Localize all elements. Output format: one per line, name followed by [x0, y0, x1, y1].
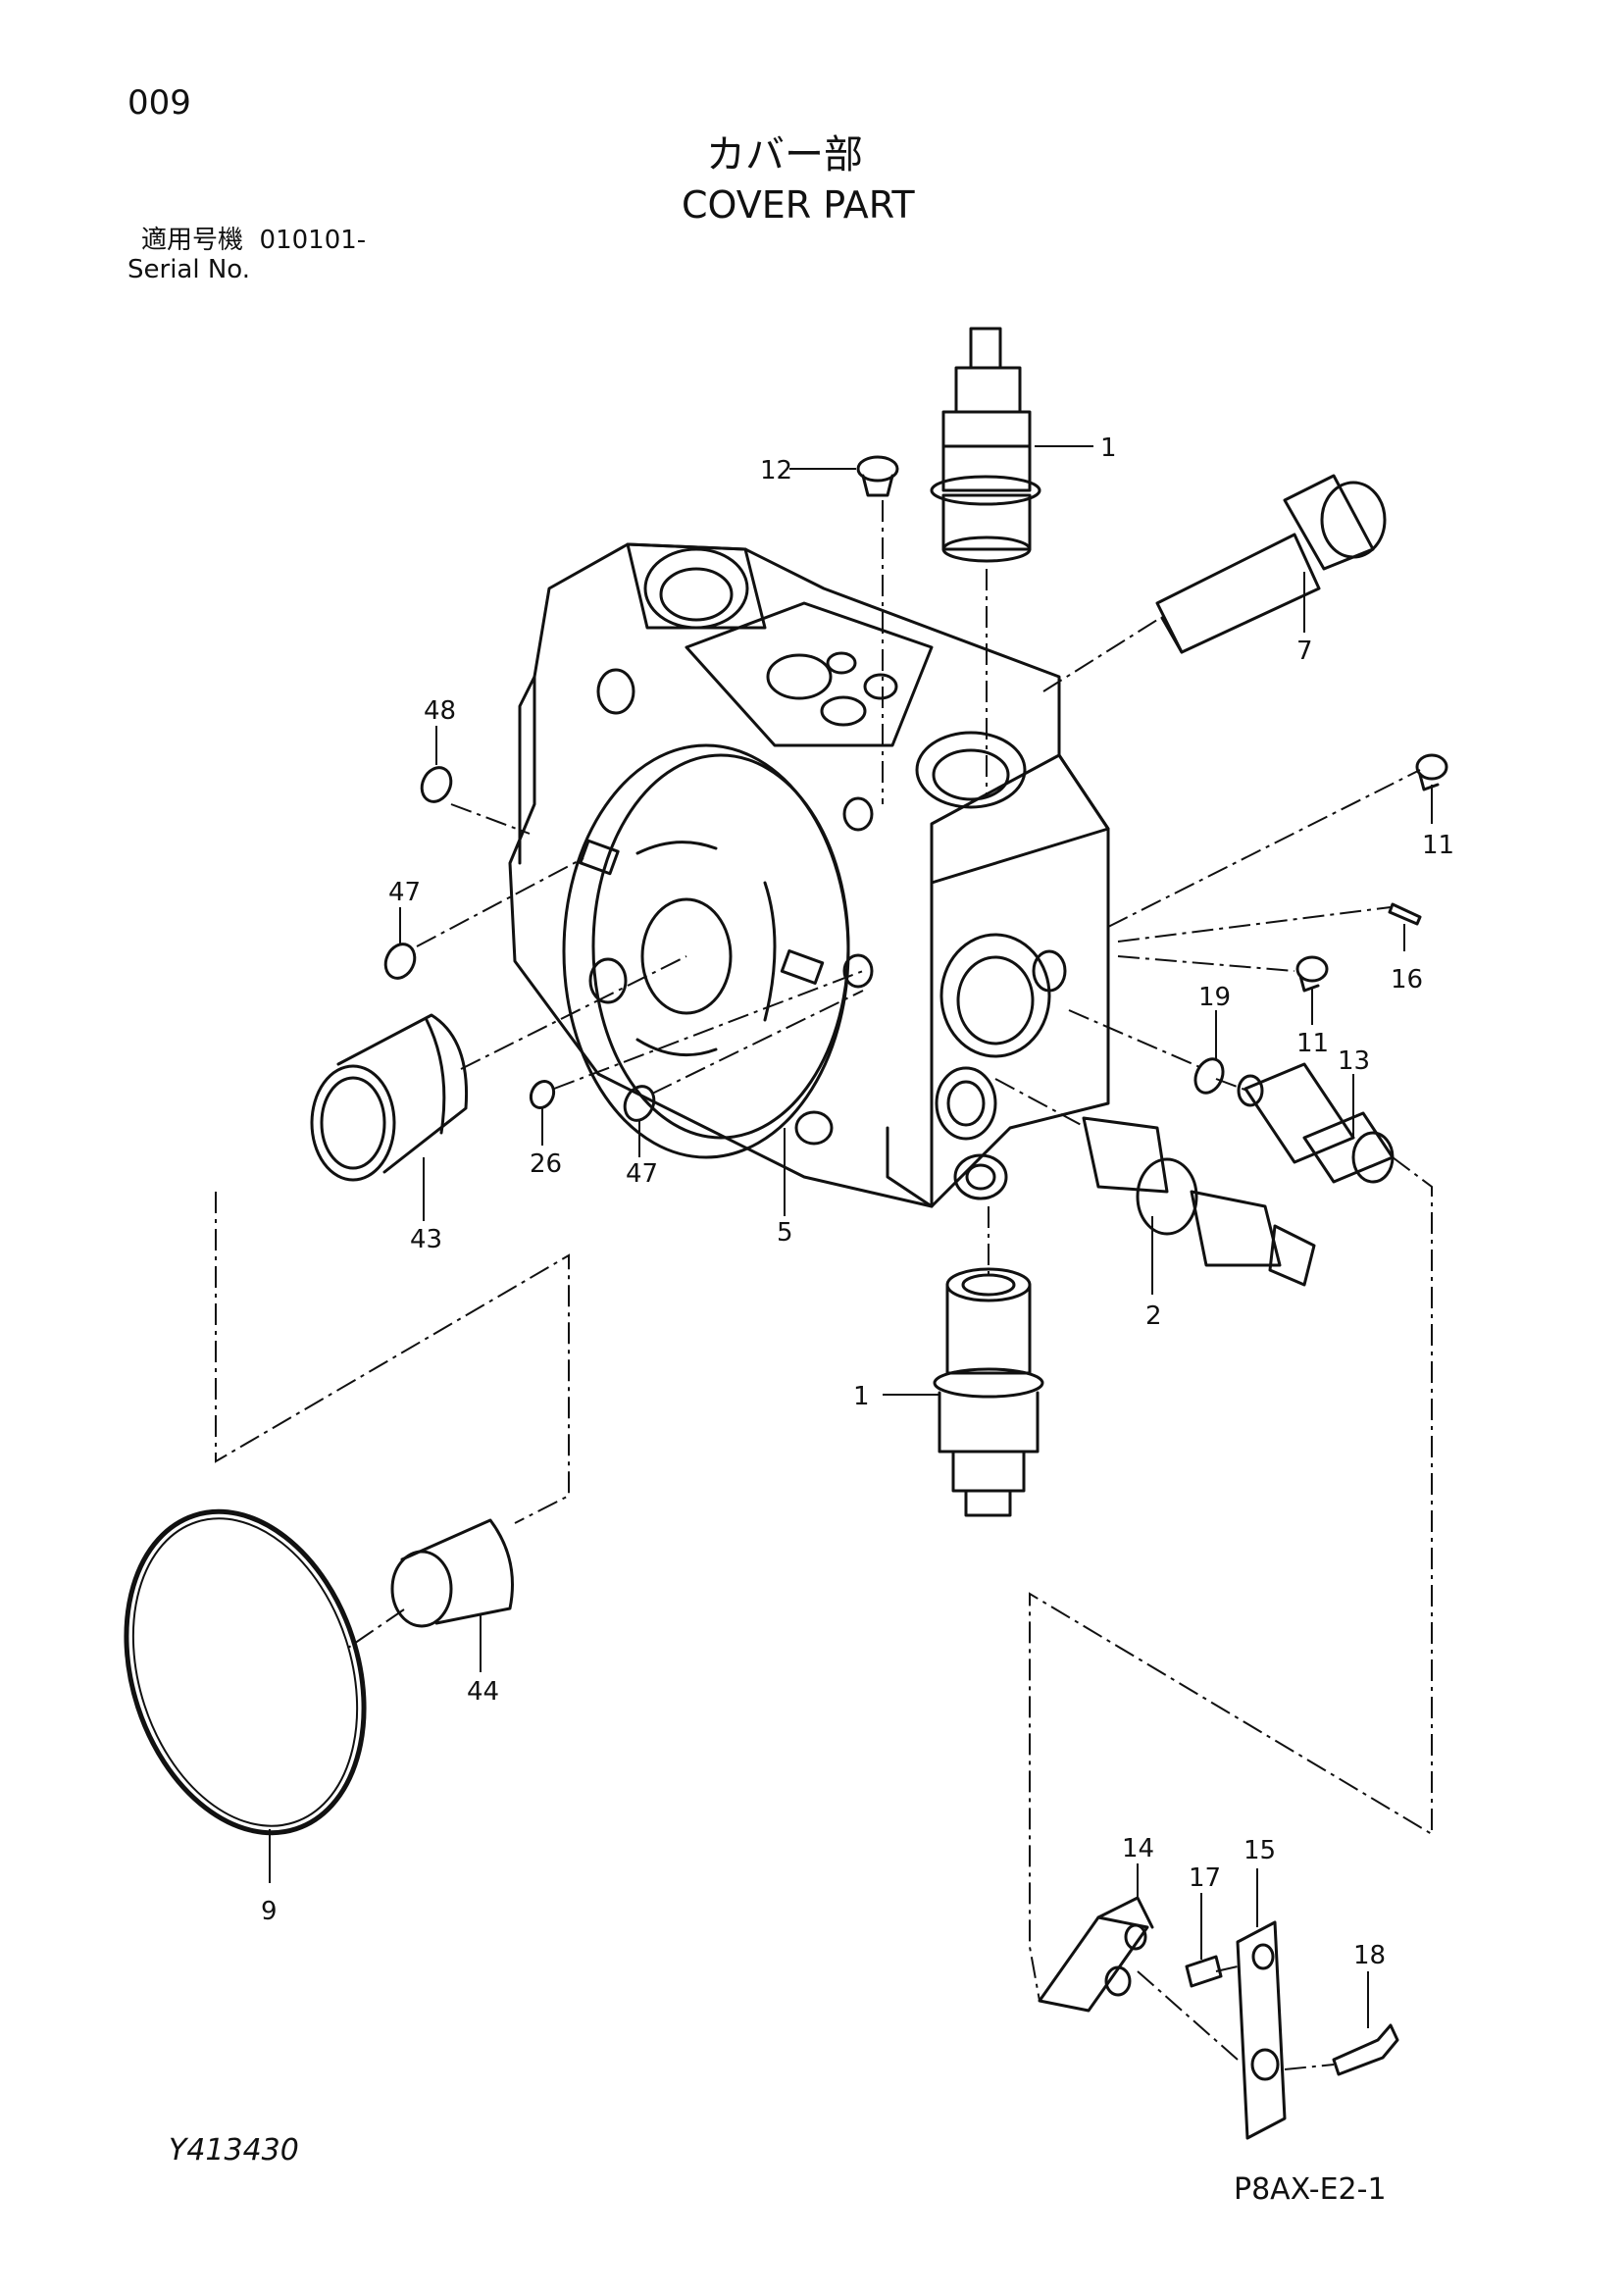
callout-7: 7	[1296, 637, 1313, 666]
callout-2: 2	[1145, 1301, 1162, 1331]
callout-18: 18	[1353, 1941, 1386, 1970]
title-english: COVER PART	[682, 183, 915, 227]
spool-13	[1237, 1062, 1395, 1184]
relief-valve-bottom-1	[933, 1267, 1044, 1517]
screw-11-upper	[1415, 753, 1448, 791]
callout-19: 19	[1198, 983, 1231, 1012]
callout-12: 12	[760, 456, 792, 485]
o-ring-47-lower	[623, 1085, 656, 1122]
o-ring-19	[1193, 1057, 1225, 1095]
drawing-code: Y413430	[169, 2133, 299, 2168]
collar-44	[390, 1518, 514, 1628]
callout-11-upper: 11	[1422, 831, 1454, 860]
screw-17	[1185, 1955, 1223, 1988]
callout-11-lower: 11	[1296, 1029, 1329, 1058]
serial-label-english: Serial No.	[127, 255, 250, 284]
o-ring-26	[529, 1079, 556, 1110]
callout-16: 16	[1391, 965, 1423, 995]
bolt-18	[1332, 2023, 1399, 2076]
bracket-15	[1236, 1920, 1287, 2140]
title-japanese: カバー部	[706, 132, 863, 178]
serial-label-japanese: 適用号機	[141, 226, 244, 255]
callout-17: 17	[1189, 1863, 1221, 1893]
cover-plate	[562, 743, 874, 1159]
pin-16	[1388, 902, 1422, 926]
o-ring-9	[124, 1508, 367, 1836]
callout-47-lower: 47	[626, 1159, 658, 1189]
callout-1-top: 1	[1100, 434, 1117, 463]
plug-12	[856, 455, 899, 497]
o-ring-47-upper	[383, 943, 417, 980]
callout-14: 14	[1122, 1834, 1154, 1863]
callout-26: 26	[530, 1149, 562, 1179]
screw-11-lower	[1295, 955, 1329, 993]
serial-value: 010101-	[259, 226, 367, 255]
callout-47-upper: 47	[388, 878, 421, 907]
valve-housing-5	[508, 542, 1110, 1208]
bushing-43	[310, 1013, 469, 1182]
callout-15: 15	[1243, 1836, 1276, 1865]
callout-48: 48	[424, 696, 456, 726]
o-ring-48	[420, 766, 453, 803]
relief-valve-top-1	[930, 327, 1041, 563]
callout-9: 9	[261, 1897, 278, 1926]
callout-13: 13	[1338, 1046, 1370, 1076]
callout-1-bottom: 1	[853, 1382, 870, 1411]
callout-5: 5	[777, 1218, 793, 1248]
serial-line-japanese: 適用号機 010101-	[141, 228, 366, 253]
bolt-7	[1155, 474, 1387, 654]
callout-43: 43	[410, 1225, 442, 1254]
page-number: 009	[127, 83, 191, 123]
callout-44: 44	[467, 1677, 499, 1707]
sheet-code: P8AX-E2-1	[1234, 2172, 1387, 2207]
plate-14	[1038, 1896, 1154, 2013]
adjusting-valve-2	[1082, 1116, 1316, 1287]
